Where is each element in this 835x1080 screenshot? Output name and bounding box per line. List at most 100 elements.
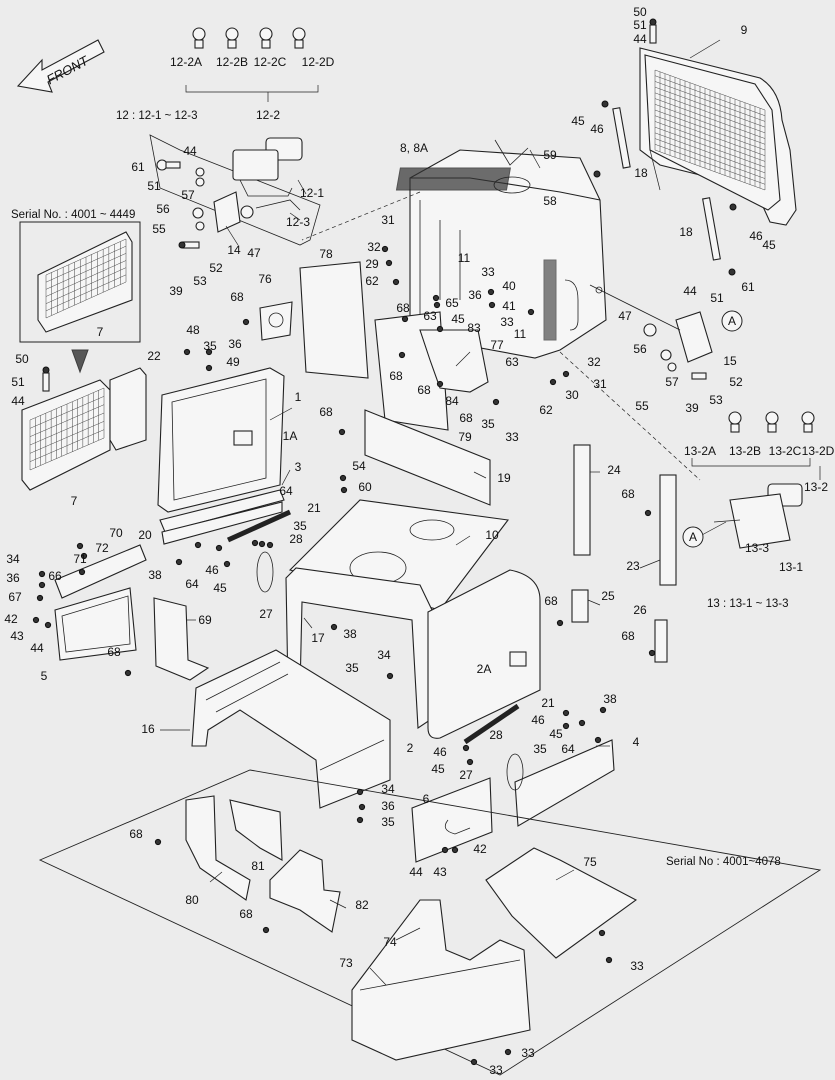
fastener [124, 669, 132, 677]
part-label-2: 2 [407, 741, 414, 755]
part-label-12-1: 12-1 [300, 186, 324, 200]
part-label-62b: 62 [539, 403, 553, 417]
front-panel-1 [157, 367, 285, 545]
part-label-51d: 51 [11, 375, 25, 389]
part-label-55b: 55 [635, 399, 649, 413]
fastener [556, 619, 564, 627]
part-label-28a: 28 [289, 532, 303, 546]
part-label-44e: 44 [30, 641, 44, 655]
part-label-13-3: 13-3 [745, 541, 769, 555]
part-label-64a: 64 [279, 484, 293, 498]
part-label-49: 49 [226, 355, 240, 369]
part-label-3: 3 [295, 460, 302, 474]
part-label-68l: 68 [239, 907, 253, 921]
part-label-8: 8, 8A [400, 141, 428, 155]
part-label-44d: 44 [11, 394, 25, 408]
part-label-35a: 35 [481, 417, 495, 431]
left-brackets [54, 544, 210, 681]
part-label-46b: 46 [749, 229, 763, 243]
part-label-47b: 47 [618, 309, 632, 323]
gas-springs [226, 509, 524, 791]
part-label-27b: 27 [459, 768, 473, 782]
fastener [194, 541, 202, 549]
part-label-a1: A [728, 314, 736, 328]
part-label-27a: 27 [259, 607, 273, 621]
rear-panels [259, 261, 491, 506]
part-label-33e: 33 [521, 1046, 535, 1060]
part-label-61b: 61 [741, 280, 755, 294]
fastener [38, 581, 46, 589]
part-label-35c: 35 [293, 519, 307, 533]
fastener [262, 926, 270, 934]
rear-grille-9 [593, 18, 797, 276]
part-label-52a: 52 [209, 261, 223, 275]
part-label-12-2c: 12-2C [254, 55, 287, 69]
part-label-58: 58 [543, 194, 557, 208]
canopy-8 [395, 139, 607, 359]
part-label-56a: 56 [156, 202, 170, 216]
fastener [549, 378, 557, 386]
part-label-46a: 46 [590, 122, 604, 136]
part-label-21b: 21 [541, 696, 555, 710]
part-label-50b: 50 [15, 352, 29, 366]
part-label-12-2d: 12-2D [302, 55, 335, 69]
fastener [462, 744, 470, 752]
fastener [356, 816, 364, 824]
fastener [381, 245, 389, 253]
lamp-13-assembly [691, 411, 821, 549]
part-label-53b: 53 [709, 393, 723, 407]
part-label-59: 59 [543, 148, 557, 162]
fastener [385, 259, 393, 267]
fastener [205, 364, 213, 372]
part-label-13-2a: 13-2A [684, 444, 716, 458]
part-label-a2: A [689, 530, 697, 544]
part-label-33b: 33 [500, 315, 514, 329]
part-label-80: 80 [185, 893, 199, 907]
part-label-54: 54 [352, 459, 366, 473]
part-label-57a: 57 [181, 188, 195, 202]
part-label-36b: 36 [228, 337, 242, 351]
note-serial-floor: Serial No : 4001~4078 [666, 856, 781, 868]
fastener [562, 370, 570, 378]
part-label-52b: 52 [729, 375, 743, 389]
part-label-60: 60 [358, 480, 372, 494]
leader-lines [160, 39, 727, 986]
part-label-44b: 44 [633, 32, 647, 46]
fastener [648, 649, 656, 657]
part-label-68d: 68 [417, 383, 431, 397]
part-label-41: 41 [502, 299, 516, 313]
fastener [386, 672, 394, 680]
fastener [38, 570, 46, 578]
fastener [436, 380, 444, 388]
part-label-64b: 64 [185, 577, 199, 591]
part-label-72: 72 [95, 541, 109, 555]
part-label-45e: 45 [549, 727, 563, 741]
part-label-79: 79 [458, 430, 472, 444]
part-label-12-2: 12-2 [256, 108, 280, 122]
part-label-76: 76 [258, 272, 272, 286]
part-label-73: 73 [339, 956, 353, 970]
part-label-48: 48 [186, 323, 200, 337]
fastener [562, 722, 570, 730]
fastener [392, 278, 400, 286]
part-label-46e: 46 [433, 745, 447, 759]
part-label-34a: 34 [6, 552, 20, 566]
part-label-57b: 57 [665, 375, 679, 389]
part-label-13-1: 13-1 [779, 560, 803, 574]
part-label-16: 16 [141, 722, 155, 736]
part-label-74: 74 [383, 935, 397, 949]
part-label-24: 24 [607, 463, 621, 477]
fastener [527, 308, 535, 316]
part-label-32b: 32 [587, 355, 601, 369]
part-label-12-2a: 12-2A [170, 55, 202, 69]
lamp-12-assembly [149, 134, 321, 249]
part-label-44f: 44 [409, 865, 423, 879]
part-label-44a: 44 [183, 144, 197, 158]
part-label-25: 25 [601, 589, 615, 603]
part-label-61a: 61 [131, 160, 145, 174]
fastener [215, 544, 223, 552]
fastener [266, 541, 274, 549]
part-label-51a: 51 [147, 179, 161, 193]
part-label-1: 1 [295, 390, 302, 404]
part-label-62a: 62 [365, 274, 379, 288]
